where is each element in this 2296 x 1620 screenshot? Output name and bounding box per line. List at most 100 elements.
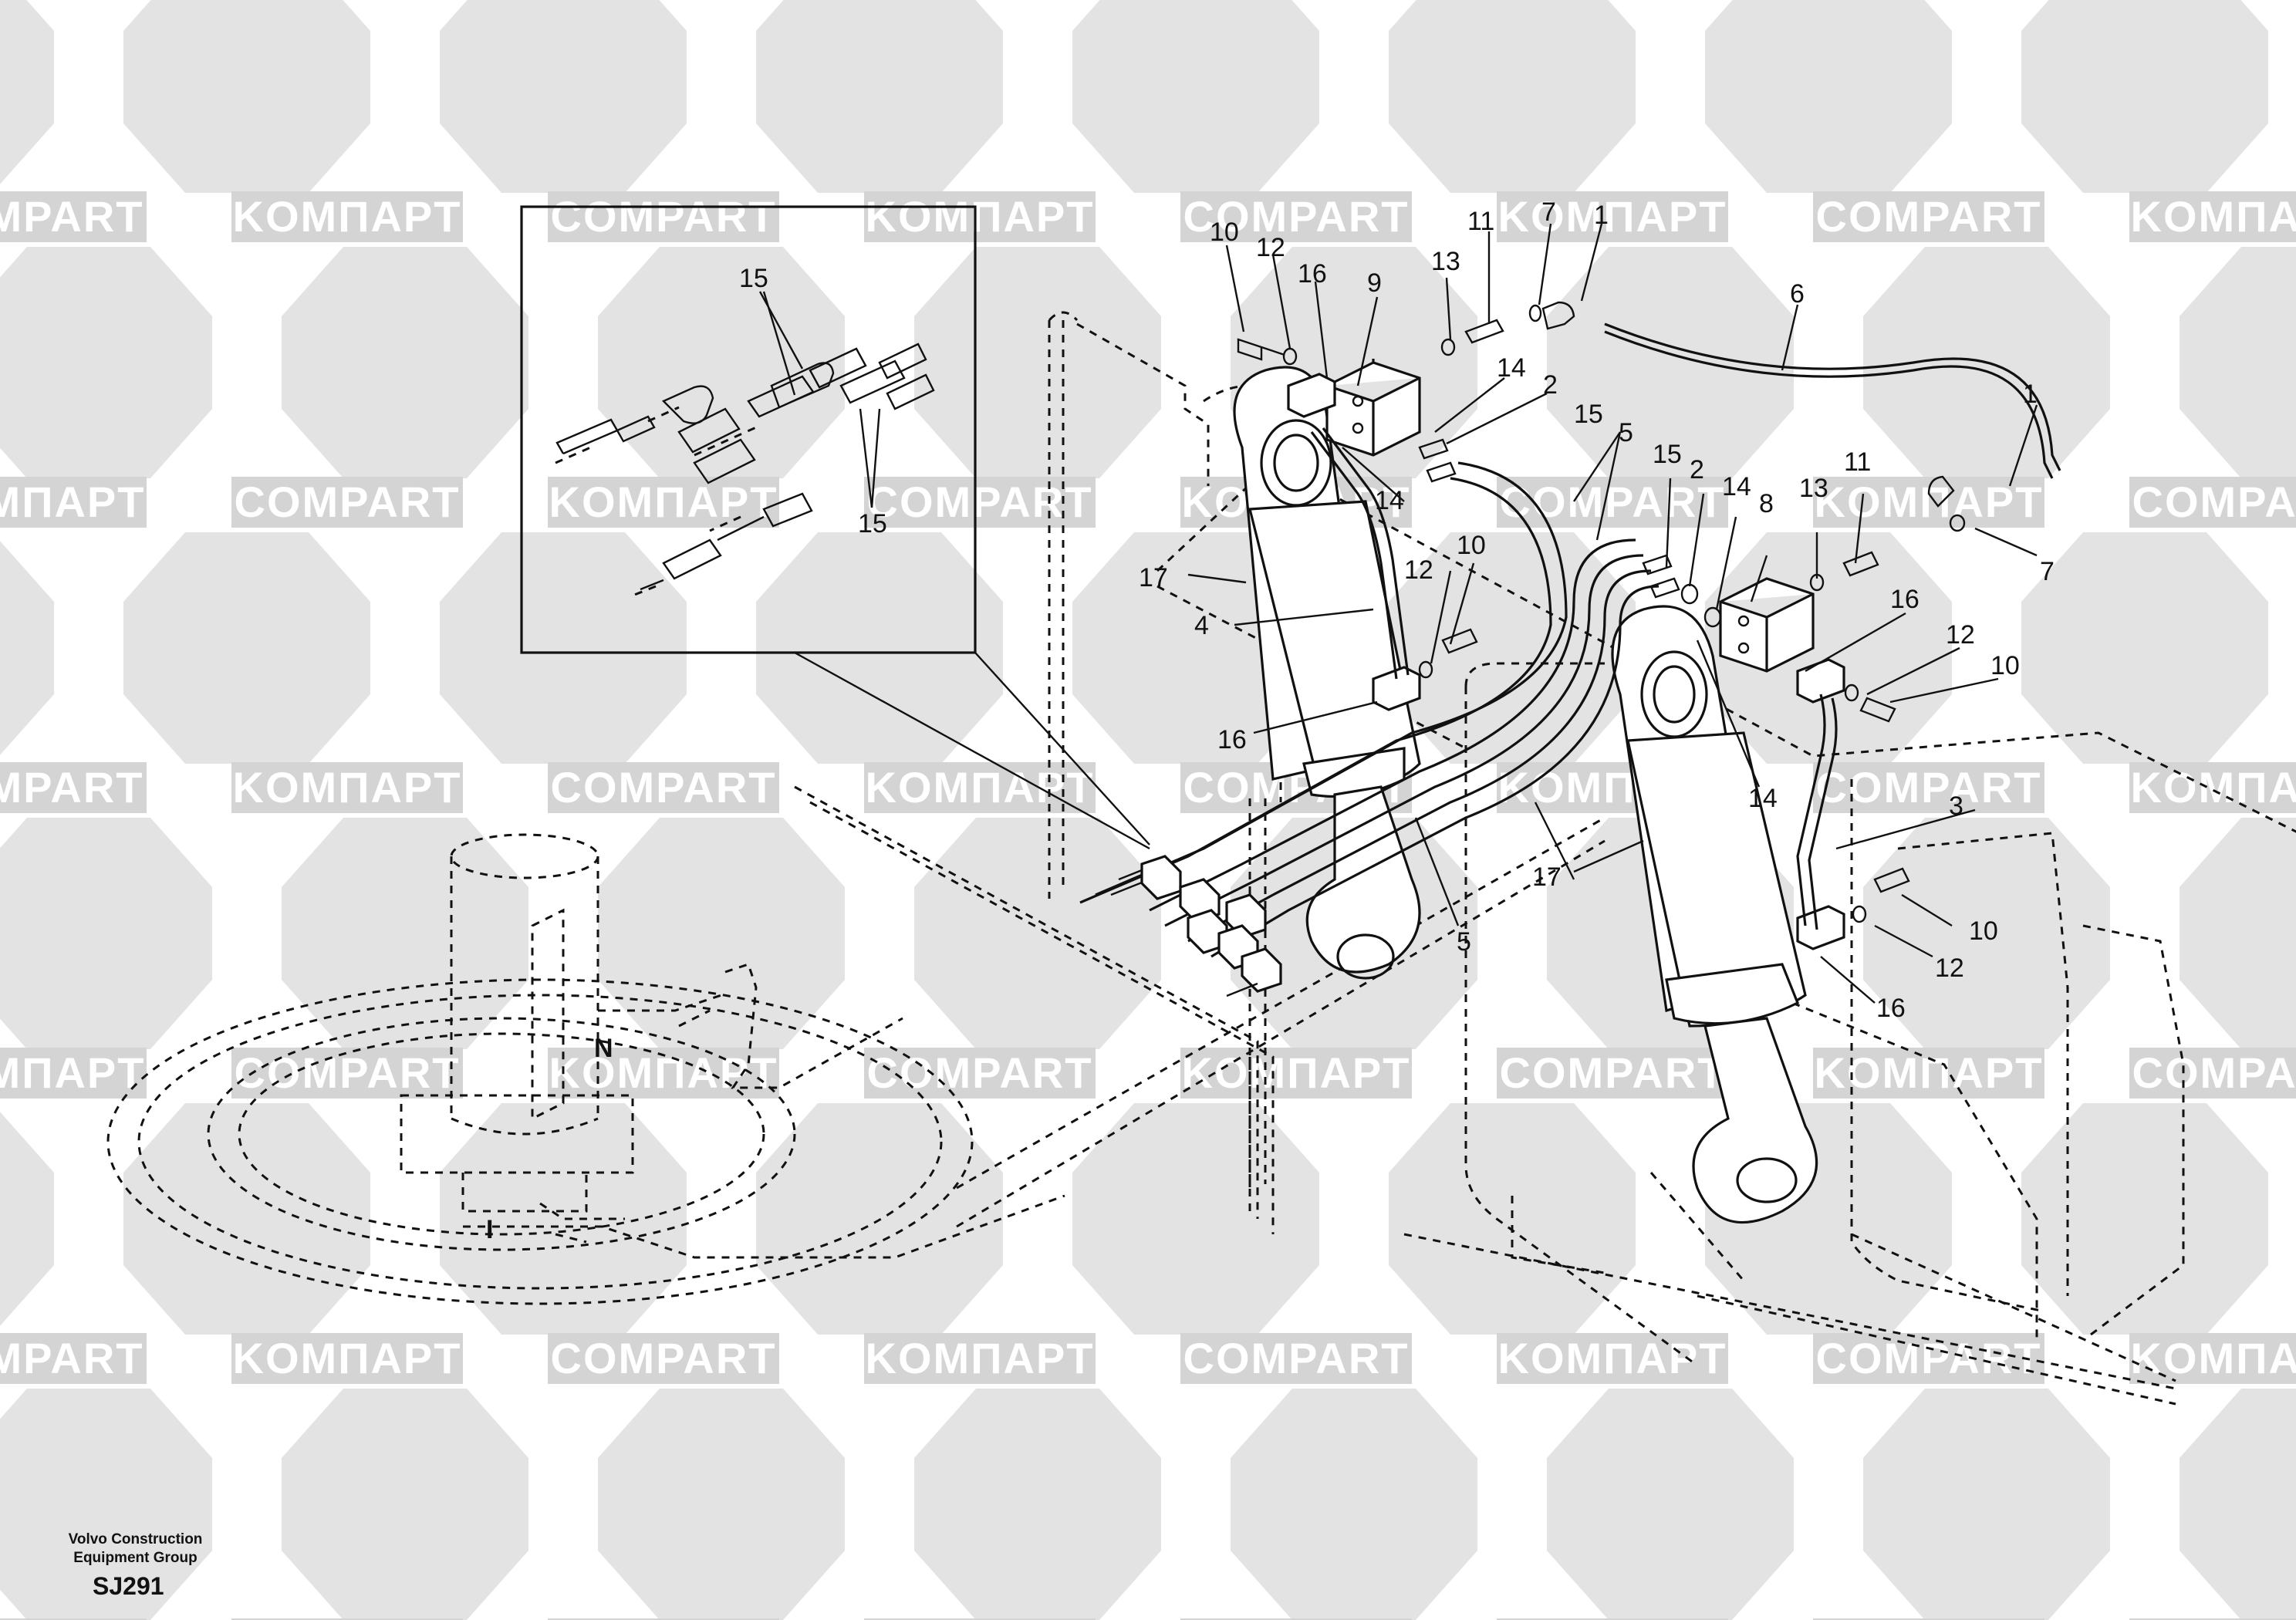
callout-12-c: 12	[1946, 620, 1975, 650]
watermark-text: COMPART	[867, 478, 1093, 526]
callout-9: 9	[1367, 268, 1382, 298]
watermark-band	[1180, 1333, 1412, 1384]
callout-15-a: 15	[1574, 400, 1603, 429]
watermark-hexagon	[0, 532, 54, 764]
watermark-band	[231, 191, 463, 242]
watermark-hexagon	[2180, 1389, 2296, 1620]
watermark-band	[2129, 191, 2296, 242]
watermark-band	[0, 191, 147, 242]
watermark-hexagon	[0, 247, 212, 478]
inset-callout-15-bottom: 15	[858, 509, 887, 538]
watermark-band	[0, 1333, 147, 1384]
watermark-text: COMPART	[1816, 1334, 2042, 1382]
watermark-text: COMPART	[2132, 1048, 2296, 1097]
watermark-text: KOMПAPT	[1498, 192, 1727, 241]
pipes	[1310, 322, 2061, 930]
callout-1-a: 1	[1594, 201, 1609, 230]
watermark-band	[864, 762, 1096, 813]
callout-10-a: 10	[1210, 218, 1239, 247]
watermark-text: KOMПAPT	[549, 478, 778, 526]
watermark-band	[2129, 1333, 2296, 1384]
callout-8: 8	[1759, 489, 1774, 518]
callout-17-b: 17	[1532, 862, 1562, 892]
watermark-band	[548, 191, 779, 242]
watermark-text: COMPART	[2132, 478, 2296, 526]
watermark-hexagon	[1705, 0, 1952, 193]
callout-13-a: 13	[1431, 247, 1460, 276]
watermark-band	[2129, 1048, 2296, 1099]
watermark-text: COMPART	[0, 192, 144, 241]
watermark-hexagon	[1547, 1389, 1794, 1620]
watermark-text: KOMПAPT	[866, 1334, 1095, 1382]
watermark-band	[1497, 191, 1728, 242]
watermark-hexagon	[0, 0, 54, 193]
callout-3: 3	[1949, 791, 1963, 821]
watermark-band	[0, 1618, 147, 1620]
hose-end-fittings	[1110, 855, 1282, 997]
watermark-hexagon	[2021, 532, 2268, 764]
watermark-hexagon	[440, 0, 687, 193]
callout-7-b: 7	[2040, 557, 2055, 586]
watermark-text: COMPART	[0, 1334, 144, 1382]
watermark-hexagon	[1072, 1103, 1319, 1335]
watermark-hexagon	[598, 818, 845, 1049]
watermark-band	[0, 1048, 147, 1099]
watermark-text: COMPART	[1500, 478, 1726, 526]
watermark-text: COMPART	[1500, 1048, 1726, 1097]
callout-12-a: 12	[1256, 233, 1285, 262]
watermark-band	[548, 762, 779, 813]
small-hardware	[1237, 301, 1966, 923]
watermark-band	[231, 1048, 463, 1099]
watermark-band	[231, 1333, 463, 1384]
callout-13-b: 13	[1799, 474, 1828, 503]
watermark-band	[1813, 191, 2044, 242]
cylinder-left	[1233, 366, 1421, 980]
watermark-band	[1497, 1048, 1728, 1099]
callout-15-b: 15	[1653, 440, 1682, 469]
watermark-hexagon	[1231, 1389, 1477, 1620]
watermark-text: KOMПAPT	[0, 478, 145, 526]
watermark-text: COMPART	[235, 478, 461, 526]
figure-code: SJ291	[93, 1572, 164, 1600]
watermark-text: KOMПAPT	[2131, 192, 2296, 241]
callout-16-d: 16	[1876, 994, 1906, 1023]
inset-callout-15-top: 15	[739, 264, 768, 293]
callout-10-d: 10	[1969, 916, 1998, 946]
watermark-band	[231, 1618, 463, 1620]
footer-organization: Volvo Construction Equipment Group	[60, 1531, 211, 1568]
watermark-hexagon	[1389, 1103, 1636, 1335]
watermark-text: KOMПAPT	[2131, 763, 2296, 812]
watermark-text: KOMПAPT	[549, 1048, 778, 1097]
callout-14-c: 14	[1722, 472, 1751, 501]
watermark-band	[864, 191, 1096, 242]
watermark-text: KOMПAPT	[1182, 1048, 1411, 1097]
footer-org-line1: Volvo Construction	[68, 1531, 203, 1547]
watermark-band	[2129, 1618, 2296, 1620]
callout-7-a: 7	[1541, 197, 1556, 227]
watermark-text: COMPART	[551, 1334, 777, 1382]
watermark-text: KOMПAPT	[0, 1048, 145, 1097]
callout-2-b: 2	[1690, 455, 1704, 484]
watermark-text: KOMПAPT	[2131, 1334, 2296, 1382]
callout-5-b: 5	[1457, 927, 1471, 957]
callout-12-d: 12	[1935, 953, 1964, 983]
watermark-band	[231, 762, 463, 813]
footer-org-line2: Equipment Group	[73, 1550, 198, 1566]
watermark-hexagon	[440, 532, 687, 764]
watermark-hexagon	[1389, 0, 1636, 193]
watermark-hexagon	[756, 532, 1003, 764]
watermark-band	[864, 1333, 1096, 1384]
callout-10-c: 10	[1990, 651, 2020, 680]
watermark-hexagon	[598, 1389, 845, 1620]
callout-12-b: 12	[1404, 555, 1433, 585]
hose-bundle	[1079, 461, 1660, 958]
watermark-text: KOMПAPT	[1815, 478, 2044, 526]
watermark-hexagon	[282, 1389, 528, 1620]
watermark-hexagon	[2180, 818, 2296, 1049]
watermark-band	[1180, 1618, 1412, 1620]
watermark-band	[0, 477, 147, 528]
watermark-hexagon	[123, 532, 370, 764]
watermark-hexagon	[756, 0, 1003, 193]
watermark-text: COMPART	[1816, 192, 2042, 241]
watermark-text: KOMПAPT	[1498, 1334, 1727, 1382]
